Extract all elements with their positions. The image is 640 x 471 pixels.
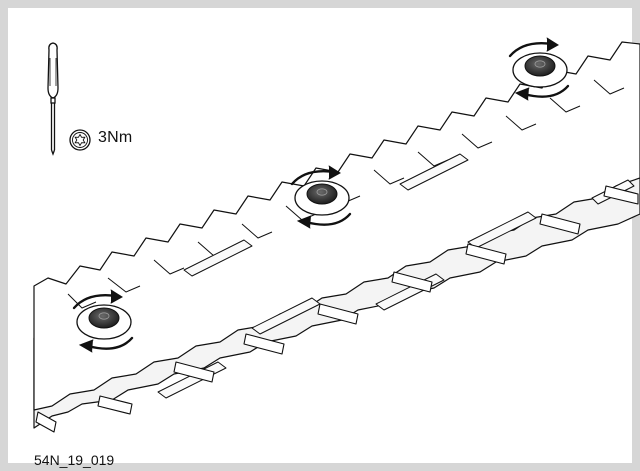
bolt-center: [294, 180, 350, 216]
rotation-arrows-icon: [72, 37, 570, 353]
upper-blade: [33, 41, 640, 411]
bolt-left: [76, 304, 132, 340]
screwdriver-icon: [47, 42, 59, 156]
torque-value: 3Nm: [98, 129, 133, 146]
blade-assembly: [33, 41, 640, 433]
torx-bit-icon: [69, 129, 91, 151]
figure-id: 54N_19_019: [34, 452, 115, 468]
hedge-trimmer-blade-illustration: [33, 37, 640, 433]
bolt-right: [512, 52, 568, 88]
